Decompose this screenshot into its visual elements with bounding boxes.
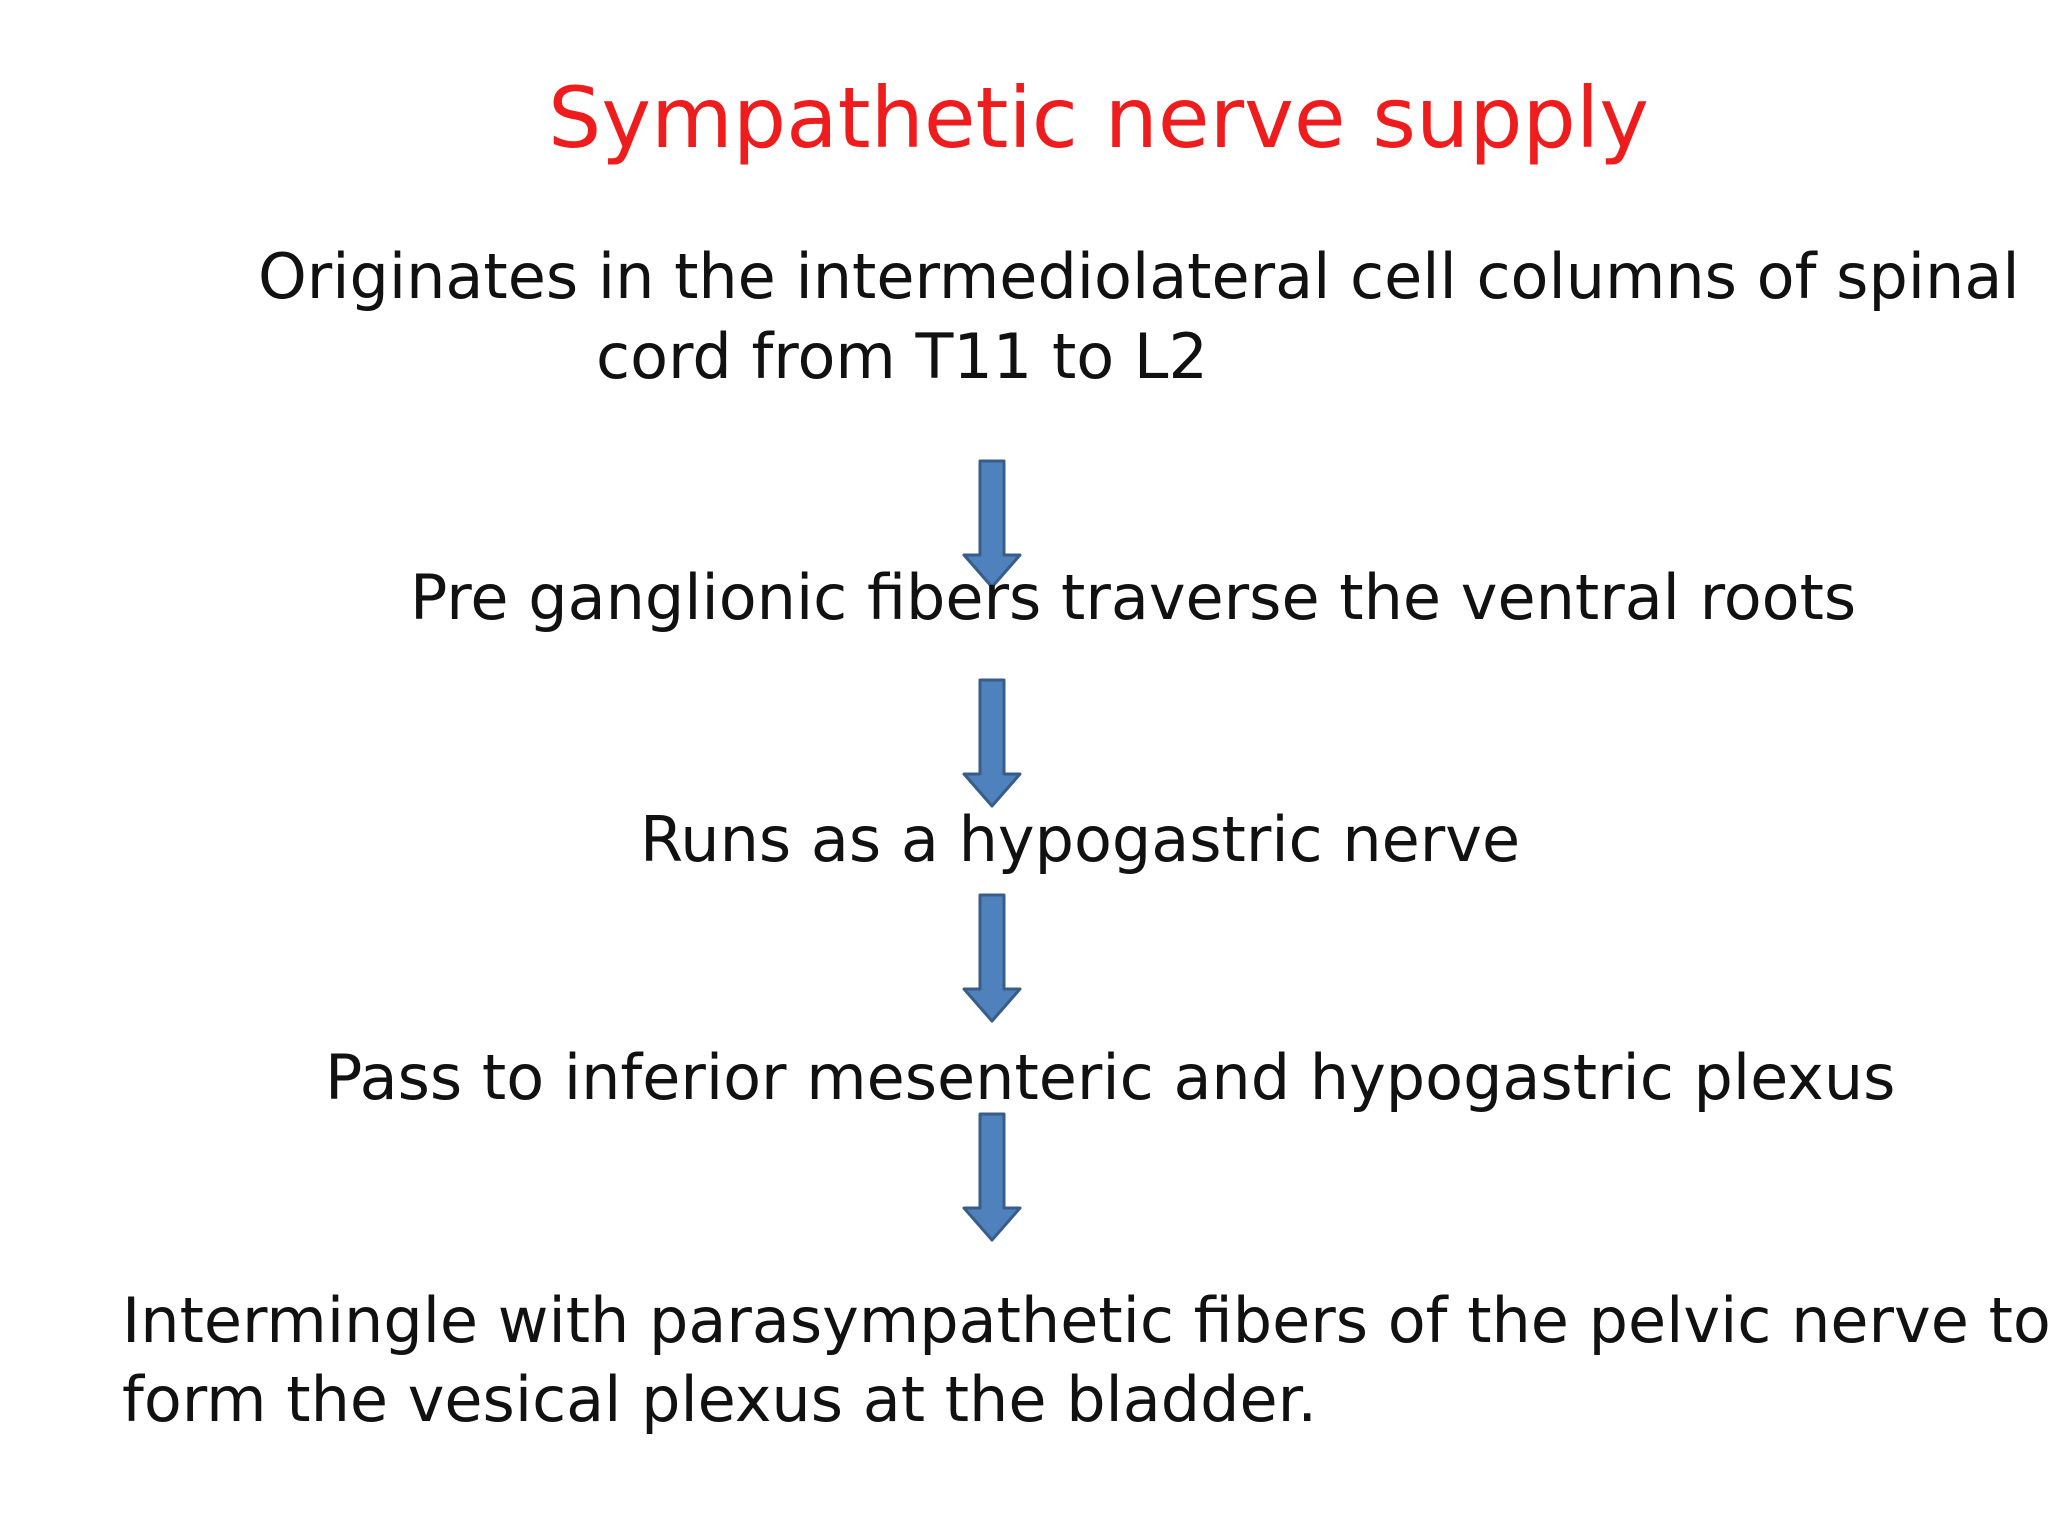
- page-title: Sympathetic nerve supply: [548, 69, 1649, 167]
- step-origin-line-2: cord from T11 to L2: [596, 320, 1208, 393]
- down-arrow-icon: [962, 1112, 1022, 1242]
- step-vesical-plexus-line-1: Intermingle with parasympathetic fibers …: [122, 1284, 2048, 1357]
- step-plexus: Pass to inferior mesenteric and hypogast…: [325, 1041, 1896, 1114]
- step-origin-line-1: Originates in the intermediolateral cell…: [258, 240, 2020, 313]
- down-arrow-icon: [962, 459, 1022, 589]
- step-vesical-plexus-line-2: form the vesical plexus at the bladder.: [122, 1363, 1318, 1436]
- step-preganglionic: Pre ganglionic fibers traverse the ventr…: [410, 561, 1857, 634]
- down-arrow-icon: [962, 893, 1022, 1023]
- step-hypogastric-nerve: Runs as a hypogastric nerve: [640, 803, 1521, 876]
- down-arrow-icon: [962, 678, 1022, 808]
